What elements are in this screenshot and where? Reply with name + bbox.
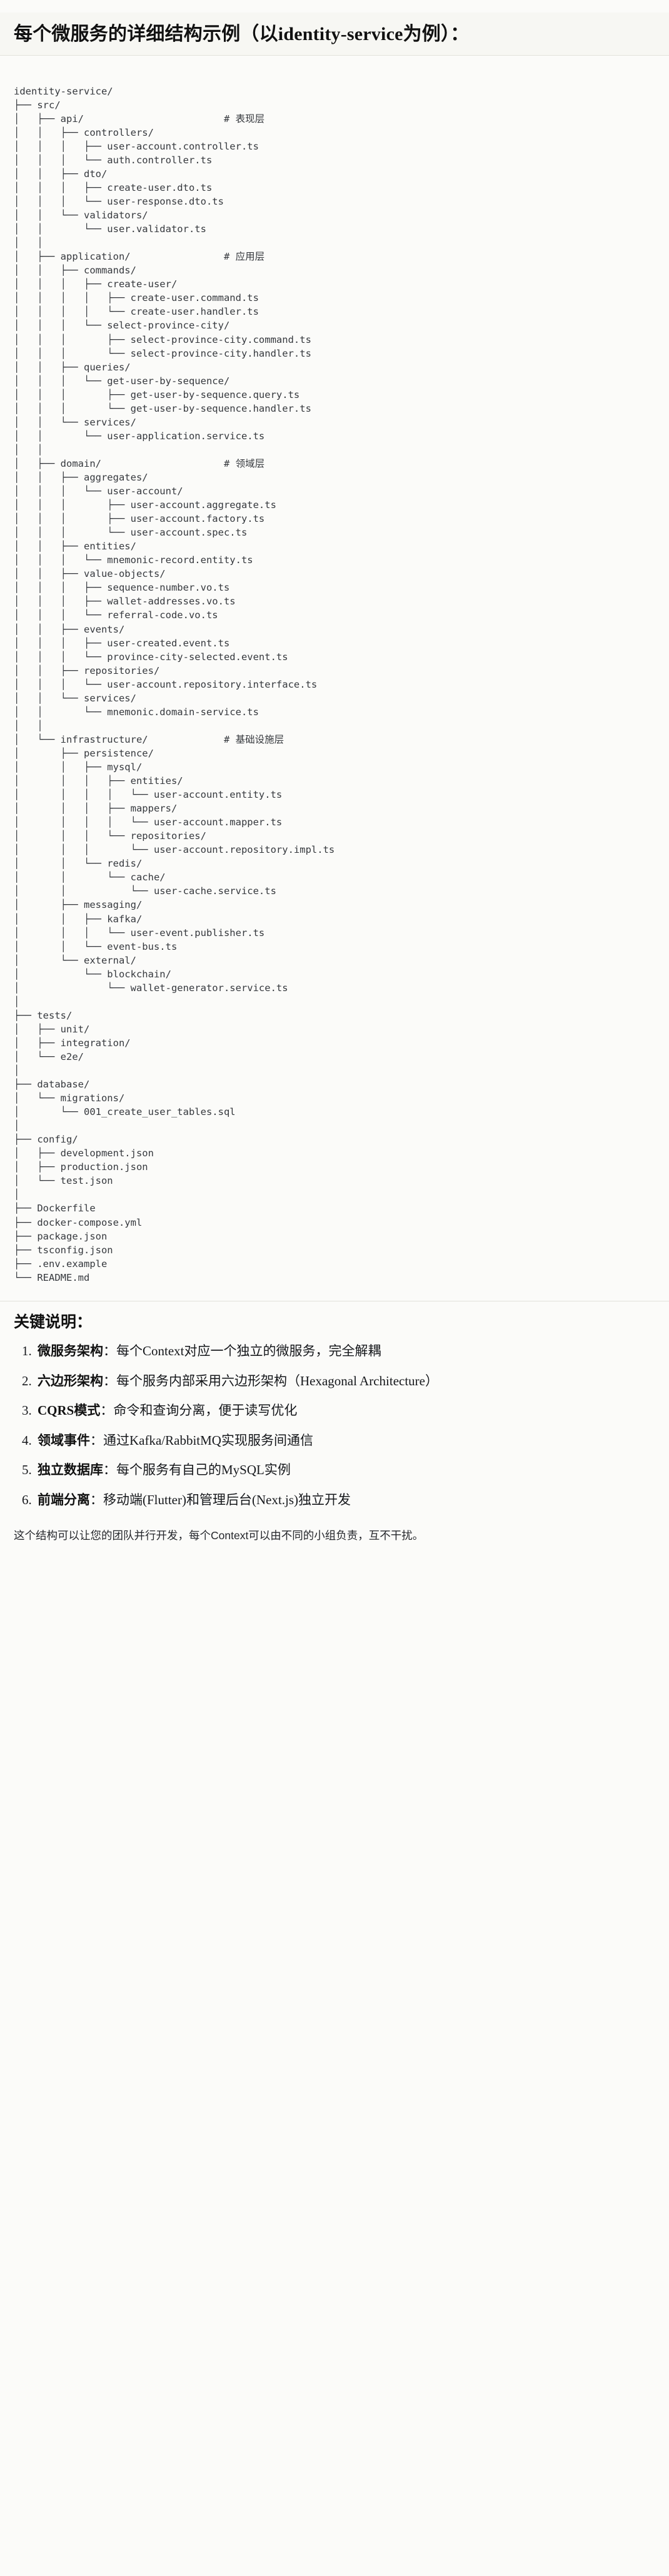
- key-point-term: 前端分离: [38, 1492, 90, 1507]
- list-item: 六边形架构：每个服务内部采用六边形架构（Hexagonal Architectu…: [35, 1372, 655, 1392]
- key-point-term: 领域事件: [38, 1432, 90, 1448]
- key-point-description: 每个服务有自己的MySQL实例: [116, 1462, 291, 1478]
- key-point-description: 通过Kafka/RabbitMQ实现服务间通信: [103, 1432, 313, 1448]
- list-item: 前端分离：移动端(Flutter)和管理后台(Next.js)独立开发: [35, 1490, 655, 1510]
- key-point-description: 移动端(Flutter)和管理后台(Next.js)独立开发: [103, 1492, 351, 1507]
- list-item: 领域事件：通过Kafka/RabbitMQ实现服务间通信: [35, 1431, 655, 1451]
- list-item: 微服务架构：每个Context对应一个独立的微服务，完全解耦: [35, 1341, 655, 1362]
- key-point-description: 每个Context对应一个独立的微服务，完全解耦: [116, 1343, 381, 1359]
- list-item: CQRS模式：命令和查询分离，便于读写优化: [35, 1401, 655, 1421]
- key-point-description: 每个服务内部采用六边形架构（Hexagonal Architecture）: [116, 1373, 438, 1388]
- key-point-separator: ：: [90, 1432, 103, 1448]
- key-point-term: 微服务架构: [38, 1343, 103, 1359]
- key-point-description: 命令和查询分离，便于读写优化: [113, 1403, 298, 1418]
- closing-paragraph: 这个结构可以让您的团队并行开发，每个Context可以由不同的小组负责，互不干扰…: [0, 1522, 669, 1559]
- key-point-term: 独立数据库: [38, 1462, 103, 1478]
- key-points-section: 关键说明： 微服务架构：每个Context对应一个独立的微服务，完全解耦 六边形…: [0, 1301, 669, 1523]
- key-points-title: 关键说明：: [14, 1313, 93, 1331]
- key-points-list: 微服务架构：每个Context对应一个独立的微服务，完全解耦 六边形架构：每个服…: [14, 1341, 655, 1510]
- list-item: 独立数据库：每个服务有自己的MySQL实例: [35, 1460, 655, 1480]
- key-point-term: CQRS模式: [38, 1403, 101, 1418]
- key-point-separator: ：: [90, 1492, 103, 1507]
- directory-tree: identity-service/ ├── src/ │ ├── api/ # …: [14, 85, 335, 1283]
- key-point-term: 六边形架构: [38, 1373, 103, 1388]
- key-point-separator: ：: [103, 1373, 116, 1388]
- page-title: 每个微服务的详细结构示例（以identity-service为例）：: [0, 13, 669, 56]
- key-point-separator: ：: [103, 1462, 116, 1478]
- key-point-separator: ：: [100, 1403, 114, 1418]
- key-point-separator: ：: [103, 1343, 116, 1359]
- directory-tree-block: identity-service/ ├── src/ │ ├── api/ # …: [0, 68, 669, 1301]
- document-page: 每个微服务的详细结构示例（以identity-service为例）： ident…: [0, 13, 669, 1559]
